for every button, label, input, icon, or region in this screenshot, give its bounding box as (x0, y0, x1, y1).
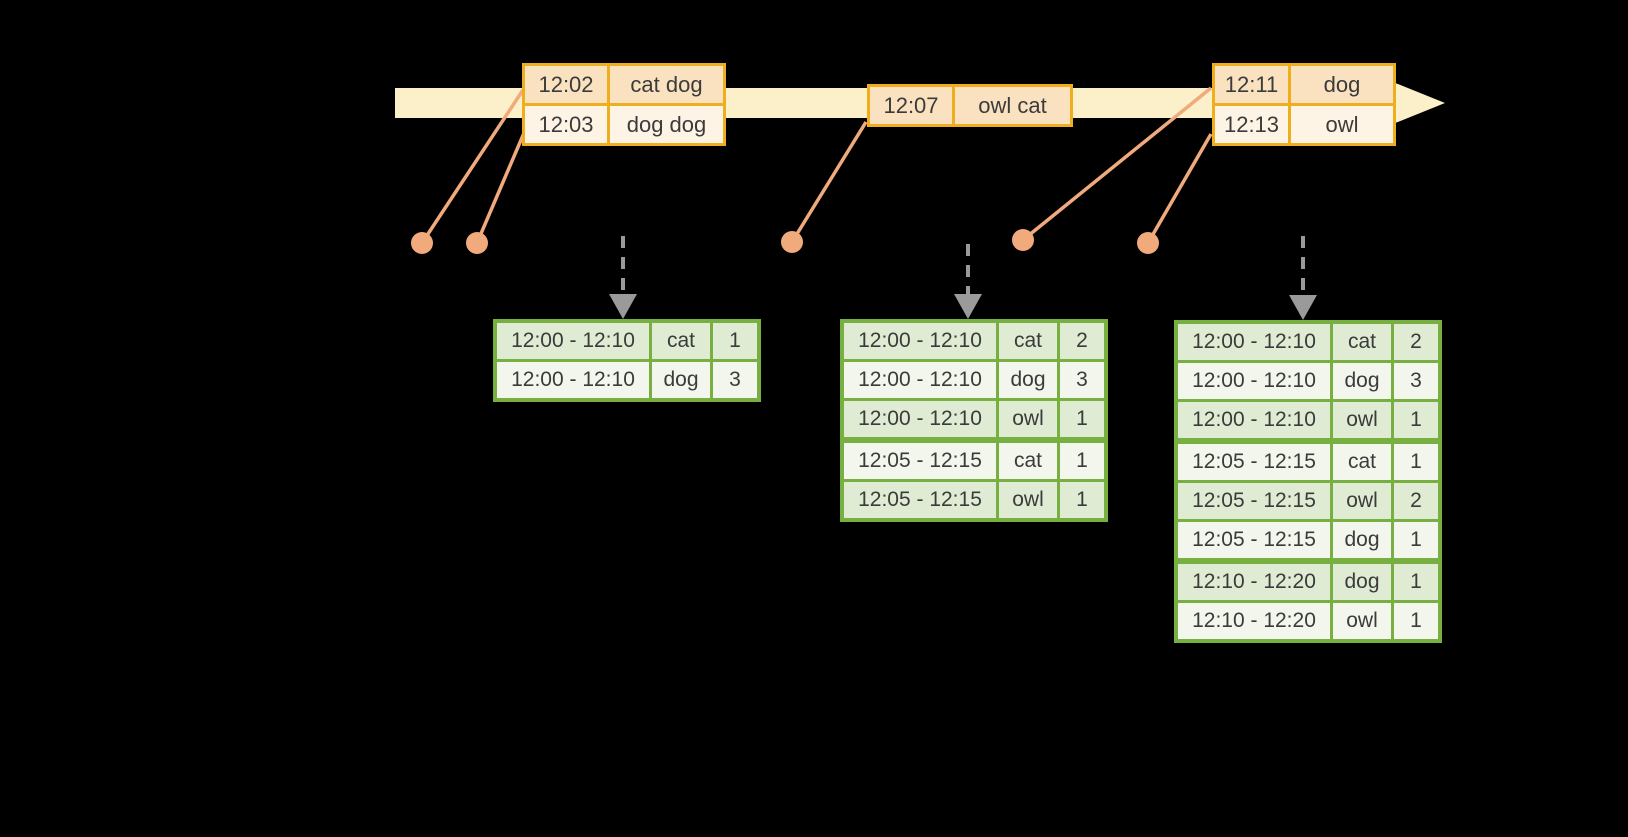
event-time-cell: 12:03 (525, 106, 607, 143)
connector-line-2 (475, 132, 526, 244)
window-cell: 12:00 - 12:10 (1178, 402, 1330, 438)
result-table-2: 12:00 - 12:10 cat 2 12:00 - 12:10 dog 3 … (840, 319, 1108, 522)
event-words-cell: dog (1288, 66, 1393, 103)
count-cell: 1 (1060, 482, 1104, 518)
result-row: 12:00 - 12:10 cat 2 (1178, 324, 1438, 360)
result-row: 12:00 - 12:10 cat 2 (844, 323, 1104, 359)
word-cell: owl (999, 482, 1057, 518)
window-cell: 12:00 - 12:10 (844, 401, 996, 437)
count-cell: 2 (1394, 324, 1438, 360)
result-table-3: 12:00 - 12:10 cat 2 12:00 - 12:10 dog 3 … (1174, 320, 1442, 643)
result-row: 12:00 - 12:10 dog 3 (1178, 363, 1438, 399)
count-cell: 1 (713, 323, 757, 359)
count-cell: 1 (1394, 522, 1438, 558)
event-time-cell: 12:13 (1215, 106, 1288, 143)
result-table-1: 12:00 - 12:10 cat 1 12:00 - 12:10 dog 3 (493, 319, 761, 402)
result-row: 12:05 - 12:15 cat 1 (844, 443, 1104, 479)
word-cell: owl (999, 401, 1057, 437)
word-cell: dog (652, 362, 710, 398)
window-cell: 12:05 - 12:15 (1178, 483, 1330, 519)
count-cell: 1 (1060, 443, 1104, 479)
count-cell: 1 (1060, 401, 1104, 437)
window-cell: 12:00 - 12:10 (1178, 363, 1330, 399)
result-row: 12:00 - 12:10 dog 3 (844, 362, 1104, 398)
window-cell: 12:05 - 12:15 (844, 443, 996, 479)
result-row: 12:00 - 12:10 cat 1 (497, 323, 757, 359)
word-cell: cat (652, 323, 710, 359)
event-dot-3 (781, 231, 803, 253)
result-row: 12:10 - 12:20 owl 1 (1178, 603, 1438, 639)
word-cell: dog (1333, 363, 1391, 399)
event-dot-4 (1012, 229, 1034, 251)
word-cell: owl (1333, 402, 1391, 438)
result-row: 12:05 - 12:15 cat 1 (1178, 444, 1438, 480)
connector-line-3 (790, 121, 868, 243)
event-table-2: 12:07 owl cat (867, 84, 1073, 127)
event-row: 12:11 dog (1215, 66, 1393, 103)
event-dot-5 (1137, 232, 1159, 254)
count-cell: 1 (1394, 402, 1438, 438)
word-cell: dog (1333, 522, 1391, 558)
word-cell: cat (1333, 324, 1391, 360)
result-row: 12:00 - 12:10 owl 1 (1178, 402, 1438, 438)
window-cell: 12:10 - 12:20 (1178, 564, 1330, 600)
event-row: 12:03 dog dog (525, 103, 723, 143)
word-cell: cat (999, 323, 1057, 359)
count-cell: 2 (1394, 483, 1438, 519)
event-words-cell: owl (1288, 106, 1393, 143)
event-dot-1 (411, 232, 433, 254)
event-time-cell: 12:02 (525, 66, 607, 103)
count-cell: 1 (1394, 564, 1438, 600)
count-cell: 3 (1394, 363, 1438, 399)
window-cell: 12:00 - 12:10 (844, 362, 996, 398)
window-cell: 12:05 - 12:15 (1178, 522, 1330, 558)
count-cell: 1 (1394, 603, 1438, 639)
window-cell: 12:05 - 12:15 (844, 482, 996, 518)
trigger-arrowhead-icon-2 (954, 294, 982, 319)
word-cell: owl (1333, 483, 1391, 519)
event-words-cell: cat dog (607, 66, 723, 103)
trigger-arrowhead-icon-1 (609, 294, 637, 319)
event-words-cell: owl cat (952, 87, 1070, 124)
count-cell: 1 (1394, 444, 1438, 480)
word-cell: dog (999, 362, 1057, 398)
trigger-arrowhead-icon-3 (1289, 295, 1317, 320)
result-row: 12:00 - 12:10 owl 1 (844, 401, 1104, 437)
window-cell: 12:00 - 12:10 (497, 362, 649, 398)
word-cell: dog (1333, 564, 1391, 600)
event-row: 12:07 owl cat (870, 87, 1070, 124)
event-time-cell: 12:07 (870, 87, 952, 124)
window-cell: 12:10 - 12:20 (1178, 603, 1330, 639)
count-cell: 3 (713, 362, 757, 398)
window-cell: 12:00 - 12:10 (1178, 324, 1330, 360)
window-cell: 12:00 - 12:10 (844, 323, 996, 359)
word-cell: owl (1333, 603, 1391, 639)
result-row: 12:10 - 12:20 dog 1 (1178, 564, 1438, 600)
window-cell: 12:05 - 12:15 (1178, 444, 1330, 480)
event-table-3: 12:11 dog 12:13 owl (1212, 63, 1396, 146)
word-cell: cat (999, 443, 1057, 479)
window-cell: 12:00 - 12:10 (497, 323, 649, 359)
connector-line-5 (1146, 133, 1213, 244)
event-time-cell: 12:11 (1215, 66, 1288, 103)
event-dot-2 (466, 232, 488, 254)
event-row: 12:02 cat dog (525, 66, 723, 103)
result-row: 12:05 - 12:15 dog 1 (1178, 522, 1438, 558)
result-row: 12:05 - 12:15 owl 1 (844, 482, 1104, 518)
event-words-cell: dog dog (607, 106, 723, 143)
event-row: 12:13 owl (1215, 103, 1393, 143)
count-cell: 3 (1060, 362, 1104, 398)
result-row: 12:05 - 12:15 owl 2 (1178, 483, 1438, 519)
event-table-1: 12:02 cat dog 12:03 dog dog (522, 63, 726, 146)
count-cell: 2 (1060, 323, 1104, 359)
word-cell: cat (1333, 444, 1391, 480)
result-row: 12:00 - 12:10 dog 3 (497, 362, 757, 398)
